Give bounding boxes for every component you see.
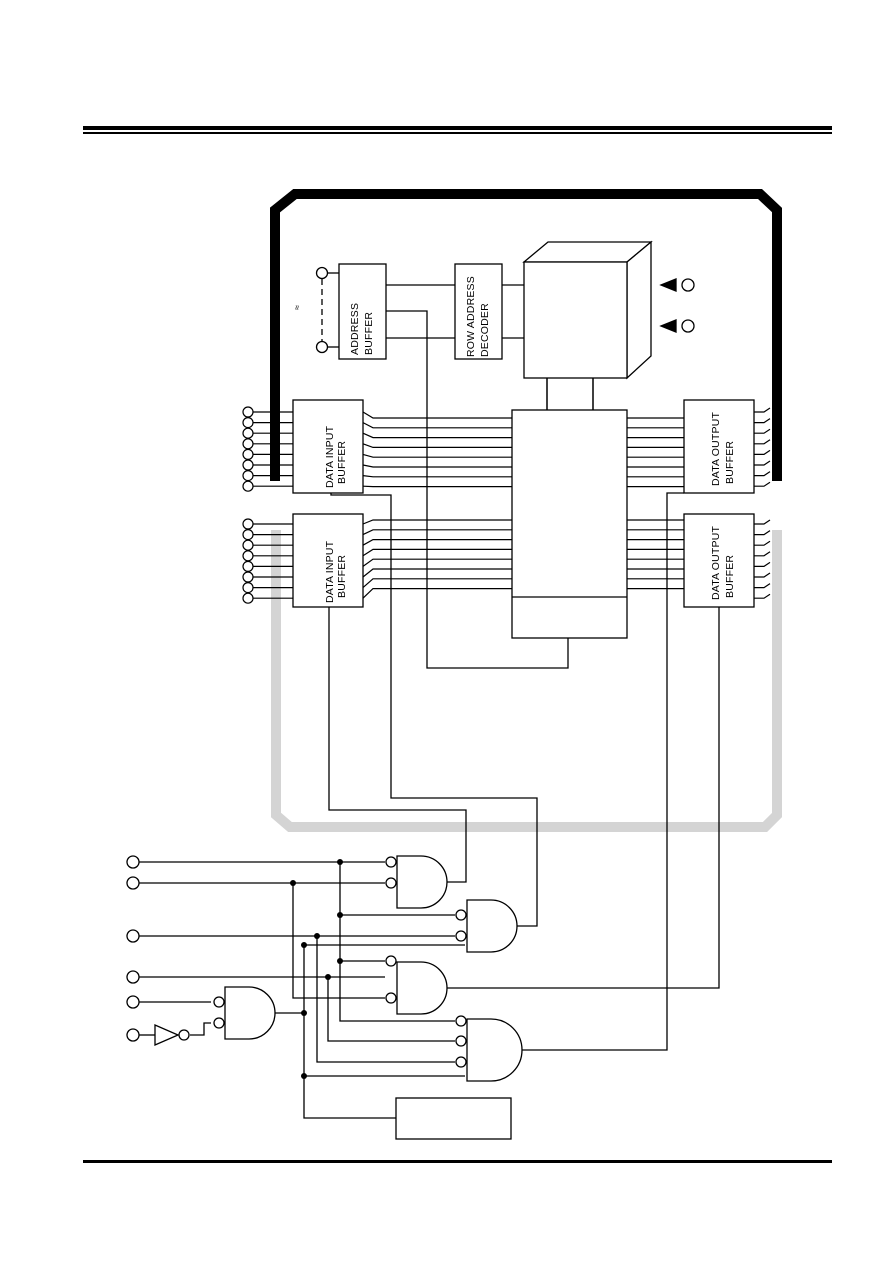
junction-dots: [290, 859, 343, 1079]
dq-upper-pin: [242, 438, 254, 450]
io-lines: [242, 406, 771, 604]
gate-4-inverted-input: [455, 1035, 467, 1047]
din-lower-line: [362, 519, 512, 525]
din-lower-line: [362, 578, 512, 589]
upper-byte-bus: [270, 189, 782, 481]
dq-upper-pin: [242, 448, 254, 460]
gate-2-inverted-input: [455, 930, 467, 942]
dq-upper-pin: [242, 470, 254, 482]
dq-lower-pin: [242, 550, 254, 562]
logic-gates: [213, 855, 523, 1082]
row-address-decoder: [454, 263, 503, 360]
memory-array-cube: [522, 240, 653, 380]
din-lower-line: [362, 568, 512, 578]
gate-2-inverted-input: [455, 909, 467, 921]
dq-lower-pin: [242, 571, 254, 583]
address-pins: [315, 266, 339, 354]
gate-3-inverted-input: [385, 955, 397, 967]
din-upper-line: [362, 422, 512, 429]
address-buffer-label-2: BUFFER: [363, 312, 375, 355]
din-lower-label-2: BUFFER: [336, 555, 348, 598]
row-decoder-label-2: DECODER: [479, 303, 491, 357]
address-buffer-label-1: ADDRESS: [349, 303, 361, 355]
data-output-buffer-lower: [683, 513, 755, 608]
din-lower-label-1: DATA INPUT: [324, 540, 336, 603]
address-dots: ≈: [292, 305, 302, 310]
header-rule-thin: [83, 132, 832, 134]
dout-lower-label-1: DATA OUTPUT: [710, 525, 722, 600]
dq-lower-pin: [242, 539, 254, 551]
gate-4: [466, 1018, 523, 1082]
gate-2: [466, 899, 518, 953]
control-output-block: [395, 1097, 512, 1140]
dq-upper-pin: [242, 480, 254, 492]
din-upper-line: [362, 475, 512, 478]
din-lower-line: [362, 558, 512, 567]
din-lower-line: [362, 587, 512, 599]
dq-lower-pin: [242, 581, 254, 594]
din-upper-label-2: BUFFER: [336, 441, 348, 484]
gate-5: [224, 986, 276, 1040]
gate-4-inverted-input: [455, 1056, 467, 1068]
gate-1-inverted-input: [385, 877, 397, 889]
din-upper-line: [362, 443, 512, 448]
din-upper-line: [362, 464, 512, 468]
dq-upper-pin: [242, 406, 254, 418]
control-input-pins: [126, 855, 140, 1042]
din-upper-line: [362, 453, 512, 458]
row-decoder-label-1: ROW ADDRESS: [465, 276, 477, 357]
data-input-buffer-upper: [292, 399, 364, 494]
gate-3-inverted-input: [385, 992, 397, 1004]
gate-4-inverted-input: [455, 1015, 467, 1027]
din-lower-line: [362, 529, 512, 536]
dout-lower-label-2: BUFFER: [724, 555, 736, 598]
dout-upper-label-1: DATA OUTPUT: [710, 411, 722, 486]
din-lower-line: [362, 548, 512, 557]
data-input-buffer-lower: [292, 513, 364, 608]
control-wiring: [139, 492, 720, 1119]
dq-upper-pin: [242, 459, 254, 471]
dq-lower-pin: [242, 528, 254, 541]
header-rule-thick: [83, 126, 832, 130]
din-upper-line: [362, 411, 512, 419]
dq-lower-pin: [242, 560, 254, 573]
gate-5-inverted-input: [213, 996, 225, 1008]
gate-1: [396, 855, 448, 909]
gate-1-inverted-input: [385, 856, 397, 868]
dq-upper-pin: [242, 427, 254, 439]
dq-lower-pin: [242, 592, 254, 604]
gate-5-inverted-input: [213, 1017, 225, 1029]
footer-rule: [83, 1160, 832, 1163]
inverter: [154, 1024, 190, 1046]
din-lower-line: [362, 538, 512, 546]
dq-upper-pin: [242, 417, 254, 429]
gate-3: [396, 961, 448, 1015]
dq-lower-pin: [242, 518, 254, 530]
din-upper-line: [362, 432, 512, 439]
lower-byte-bus: [271, 530, 782, 832]
address-buffer: [338, 263, 387, 360]
din-upper-label-1: DATA INPUT: [324, 425, 336, 488]
data-output-buffer-upper: [683, 399, 755, 494]
power-pins: [659, 278, 695, 333]
column-io-block: [511, 409, 628, 639]
dout-upper-label-2: BUFFER: [724, 441, 736, 484]
